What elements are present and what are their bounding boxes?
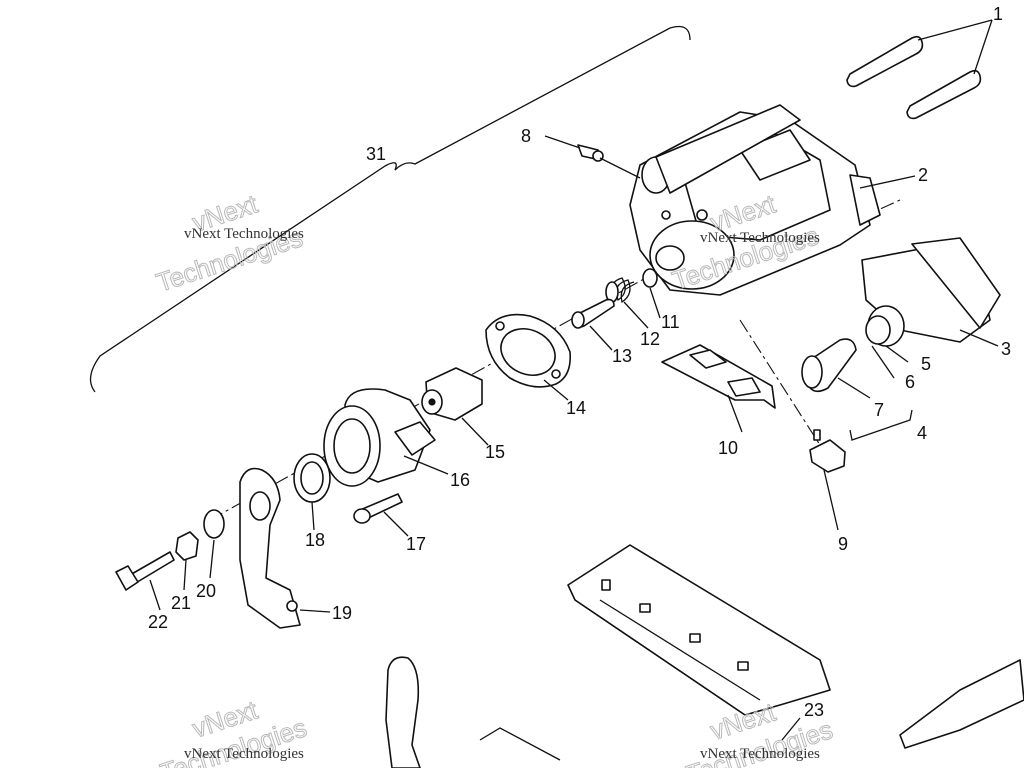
callout-14: 14 xyxy=(566,398,586,418)
callout-23: 23 xyxy=(804,700,824,720)
callout-22: 22 xyxy=(148,612,168,632)
part-11-oring xyxy=(642,268,658,288)
part-14-gasket xyxy=(485,313,572,388)
callout-16: 16 xyxy=(450,470,470,490)
callout-9: 9 xyxy=(838,534,848,554)
callout-21: 21 xyxy=(171,593,191,613)
part-13-piston xyxy=(571,298,615,329)
svg-text:vNext Technologies: vNext Technologies xyxy=(184,746,304,762)
callout-5: 5 xyxy=(921,354,931,374)
callout-19: 19 xyxy=(332,603,352,623)
part-20-washer xyxy=(203,509,225,539)
callout-6: 6 xyxy=(905,372,915,392)
bracket-4 xyxy=(849,409,913,441)
watermark-bottom-left: vNext Technologies vNext Technologies xyxy=(156,694,311,773)
callout-31: 31 xyxy=(366,144,386,164)
part-21-nut xyxy=(175,531,199,561)
part-9-switch xyxy=(809,429,846,473)
callout-18: 18 xyxy=(305,530,325,550)
part-17-screw xyxy=(353,493,403,524)
part-18-ring xyxy=(293,453,331,503)
footboard xyxy=(567,544,831,716)
part-12-spring xyxy=(605,277,635,304)
callout-2: 2 xyxy=(918,165,928,185)
callout-20: 20 xyxy=(196,581,216,601)
leader-lines xyxy=(149,19,999,741)
callout-17: 17 xyxy=(406,534,426,554)
part-16-housing xyxy=(323,388,436,487)
callout-13: 13 xyxy=(612,346,632,366)
callout-8: 8 xyxy=(521,126,531,146)
callout-labels: 1 2 3 4 5 6 7 8 9 10 11 12 13 14 15 16 1… xyxy=(148,4,1011,720)
part-1-pins xyxy=(846,35,982,120)
part-19-lever xyxy=(239,467,301,629)
part-7-piston xyxy=(801,338,857,393)
part-10-plate xyxy=(661,344,776,409)
callout-15: 15 xyxy=(485,442,505,462)
svg-text:vNext Technologies: vNext Technologies xyxy=(700,746,820,762)
part-15-hub xyxy=(421,367,483,421)
part-8-bleeder xyxy=(577,144,641,179)
callout-11: 11 xyxy=(661,312,680,332)
part-22-bolt xyxy=(115,551,175,591)
callout-12: 12 xyxy=(640,329,660,349)
callout-7: 7 xyxy=(874,400,884,420)
svg-text:vNext Technologies: vNext Technologies xyxy=(184,226,304,242)
part-6-seal xyxy=(865,315,891,345)
lower-parts xyxy=(385,656,1024,769)
bracket-31 xyxy=(89,25,691,393)
part-2-caliper-body xyxy=(629,104,881,296)
callout-4: 4 xyxy=(917,423,927,443)
callout-10: 10 xyxy=(718,438,738,458)
callout-1: 1 xyxy=(993,4,1003,24)
svg-text:vNext Technologies: vNext Technologies xyxy=(700,230,820,246)
watermark-top-left: vNext Technologies vNext Technologies xyxy=(152,188,307,298)
callout-3: 3 xyxy=(1001,339,1011,359)
